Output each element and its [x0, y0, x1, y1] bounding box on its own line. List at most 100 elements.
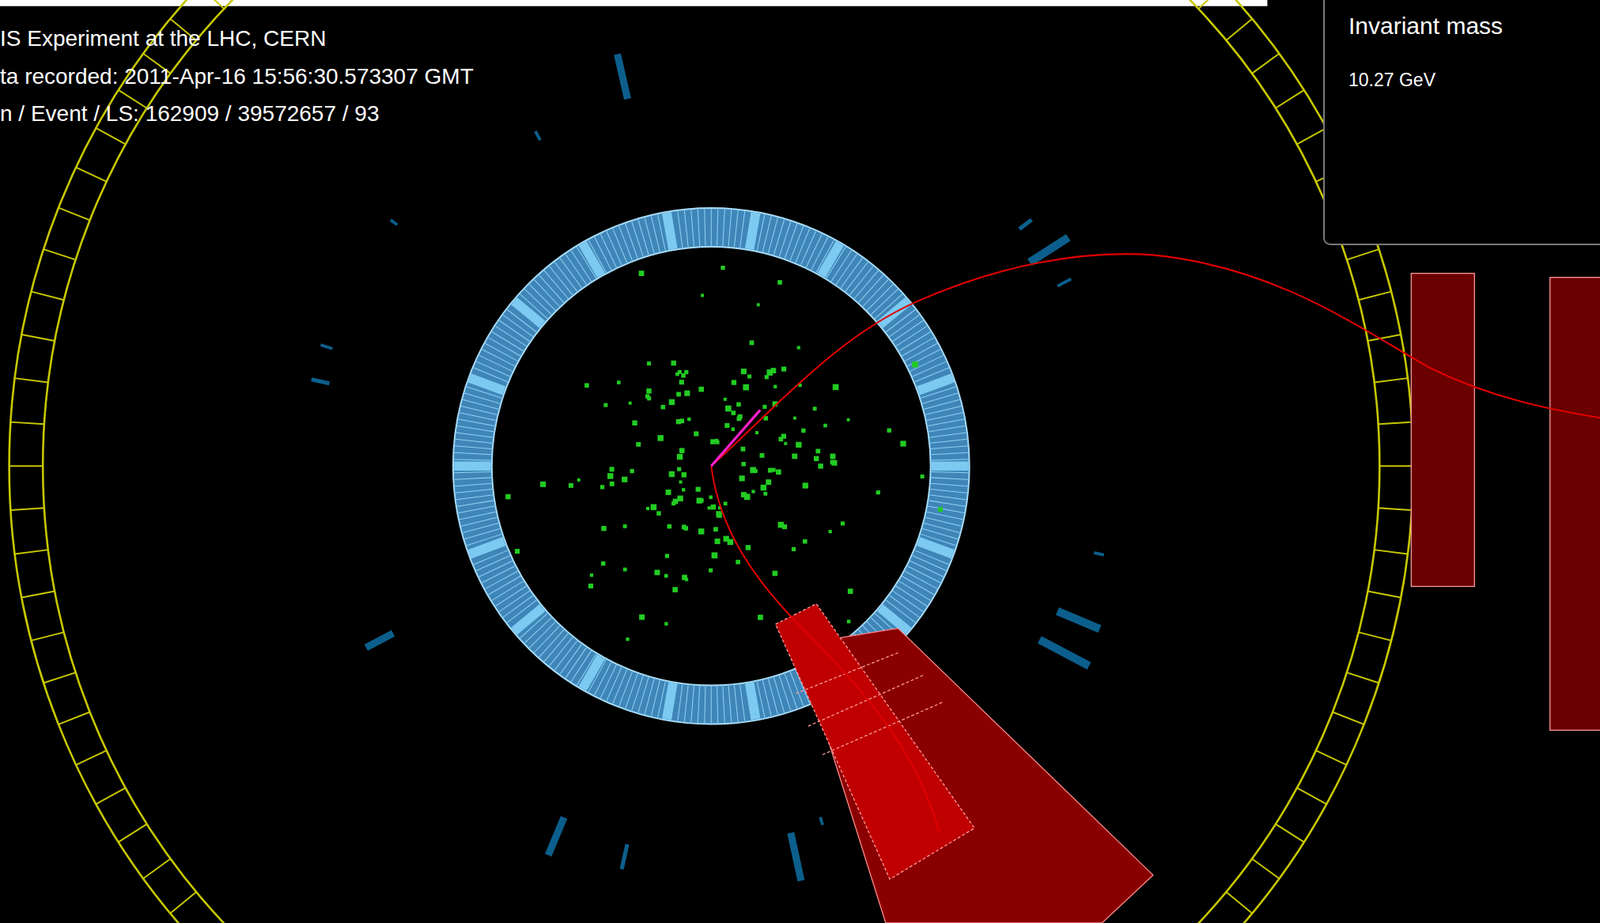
- tracker-hit: [781, 433, 787, 439]
- run-info-text: ta recorded: 2011-Apr-16 15:56:30.573307…: [0, 63, 474, 91]
- tracker-hit: [654, 569, 660, 575]
- ecal-crystal: [762, 680, 772, 716]
- tracker-hit: [736, 416, 742, 421]
- ecal-crystal: [453, 459, 491, 461]
- muon-segment: [15, 549, 49, 554]
- tracker-hit: [763, 491, 768, 496]
- deposit-line: [795, 652, 898, 694]
- muon-segment: [9, 465, 44, 467]
- tracker-hit: [679, 379, 685, 385]
- ecal-crystal: [899, 332, 931, 352]
- ecal-crystal: [931, 459, 969, 461]
- ecal-crystal: [925, 405, 961, 415]
- ecal-crystal: [479, 355, 513, 371]
- panel-title: Invariant mass: [1348, 12, 1591, 40]
- muon-segment: [75, 750, 107, 765]
- muon-segment: [21, 334, 55, 341]
- ecal-crystal: [455, 438, 492, 443]
- tracker-hit: [669, 471, 675, 477]
- tracker-hit: [540, 481, 546, 488]
- muon-chamber-hit: [1410, 273, 1475, 587]
- tracker-hit: [773, 385, 777, 389]
- muon-segment: [95, 128, 125, 145]
- tracker-hit: [900, 440, 906, 447]
- ecal-crystal: [488, 576, 521, 595]
- tracker-hit: [739, 475, 746, 481]
- tracker-hit: [684, 525, 689, 531]
- tracker-hit: [791, 453, 798, 459]
- ecal-crystal: [784, 223, 798, 259]
- tracker-hit: [625, 637, 629, 641]
- muon-segment: [30, 631, 64, 641]
- ecal-crystal: [912, 361, 946, 377]
- ecal-crystal: [582, 657, 602, 689]
- ecal-edge: [491, 246, 931, 685]
- tracker-hit: [755, 431, 759, 435]
- ecal-crystal: [454, 483, 492, 487]
- muon-segment: [30, 291, 64, 301]
- tracker-hit: [698, 386, 704, 393]
- run-info-text: IS Experiment at the LHC, CERN: [0, 25, 326, 53]
- ecal-module: [931, 461, 969, 471]
- ecal-crystal: [458, 506, 496, 513]
- ecal-crystal: [456, 495, 493, 500]
- ecal-crystal: [910, 560, 944, 577]
- ecal-crystal: [784, 673, 798, 709]
- tracker-hit: [607, 472, 613, 479]
- ecal-module: [666, 212, 674, 250]
- muon-ring: [9, 0, 1414, 923]
- tracker-hit: [767, 468, 773, 473]
- muon-segment: [75, 167, 107, 182]
- tracker-hit: [815, 448, 821, 454]
- tracker-hit: [720, 265, 725, 270]
- tracker-hit: [817, 463, 823, 469]
- tracker-hit: [677, 453, 683, 460]
- muon-segment: [1332, 711, 1365, 725]
- tracker-hit: [677, 370, 682, 375]
- ecal-crystal: [454, 446, 492, 450]
- tracker-hit: [660, 404, 666, 410]
- tracker-hit: [646, 506, 650, 511]
- ecal-crystal: [704, 686, 706, 723]
- tracker-hit: [728, 540, 733, 545]
- tracker-hit: [680, 373, 685, 378]
- ecal-crystal: [740, 211, 746, 248]
- ecal-crystal: [801, 230, 817, 265]
- tracker-hit: [681, 487, 685, 492]
- ecal-crystal: [612, 669, 628, 704]
- ecal-crystal: [476, 556, 510, 572]
- tracker-hit: [828, 529, 833, 534]
- ecal-crystal: [454, 452, 492, 454]
- muon-segment: [143, 858, 171, 879]
- ecal-crystal: [717, 686, 719, 723]
- muon-segment: [1316, 750, 1347, 765]
- ecal-crystal: [606, 667, 622, 701]
- ecal-crystal: [619, 671, 633, 706]
- muon-chamber-hit: [1550, 277, 1600, 731]
- muon-segment: [1358, 631, 1392, 641]
- muon-segment: [1374, 549, 1408, 554]
- tracker-hit: [757, 614, 764, 621]
- ecal-crystal: [650, 215, 660, 252]
- tracker-hit: [724, 423, 730, 428]
- ecal-crystal: [677, 684, 683, 721]
- tracker-hit: [727, 539, 734, 545]
- tracker-hit: [715, 510, 721, 516]
- ecal-crystal: [479, 560, 513, 577]
- ecal-crystal: [931, 472, 969, 473]
- tracker-hit: [847, 588, 854, 594]
- ecal-crystal: [728, 209, 732, 246]
- tracker-hit: [731, 379, 737, 385]
- tracker-hit: [631, 420, 637, 426]
- tracker-hit: [616, 380, 621, 385]
- muon-segment: [199, 0, 224, 9]
- tracker-hit: [677, 467, 681, 472]
- tracker-hit: [749, 340, 755, 345]
- muon-segment: [58, 208, 91, 221]
- tracker-hit: [623, 524, 628, 529]
- hcal-tower: [1057, 611, 1101, 629]
- muon-segment: [58, 711, 91, 725]
- ecal-crystal: [465, 528, 501, 539]
- ecal-crystal: [455, 488, 492, 493]
- tracker-hit: [568, 483, 574, 488]
